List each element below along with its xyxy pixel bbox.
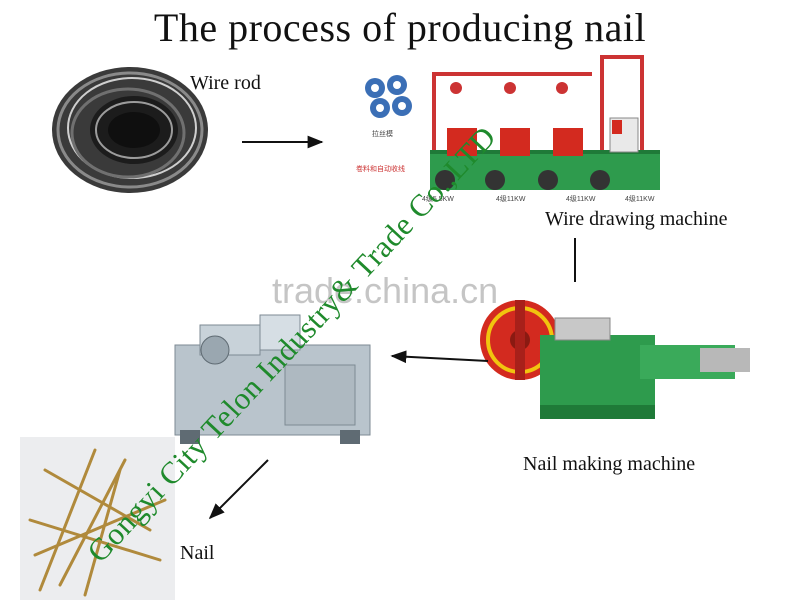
- machine-caption: 4级5.5KW: [422, 196, 454, 203]
- unit-label: 卷料和自动收线: [356, 166, 405, 173]
- label-nail-making-machine: Nail making machine: [523, 453, 696, 475]
- nail-making-machine-image: [480, 300, 750, 419]
- nails-image: [20, 437, 175, 600]
- machine-caption: 4级11KW: [625, 196, 655, 203]
- machine-caption: 4级11KW: [566, 196, 596, 203]
- page-title: The process of producing nail: [153, 5, 647, 50]
- arrow-polish-to-nail: [208, 459, 269, 520]
- label-wire-drawing-machine: Wire drawing machine: [545, 208, 728, 230]
- die-label: 拉丝模: [372, 131, 393, 138]
- machine-caption: 4级11KW: [496, 196, 526, 203]
- wire-drawing-machine-image: [365, 55, 660, 190]
- label-wire-rod: Wire rod: [190, 72, 261, 94]
- wire-rod-image: [52, 67, 208, 193]
- label-nail: Nail: [180, 542, 215, 564]
- nail-polishing-machine-image: [174, 314, 371, 444]
- arrow-nailmaking-to-polish: [390, 350, 489, 364]
- site-watermark: trade.china.cn: [272, 270, 499, 311]
